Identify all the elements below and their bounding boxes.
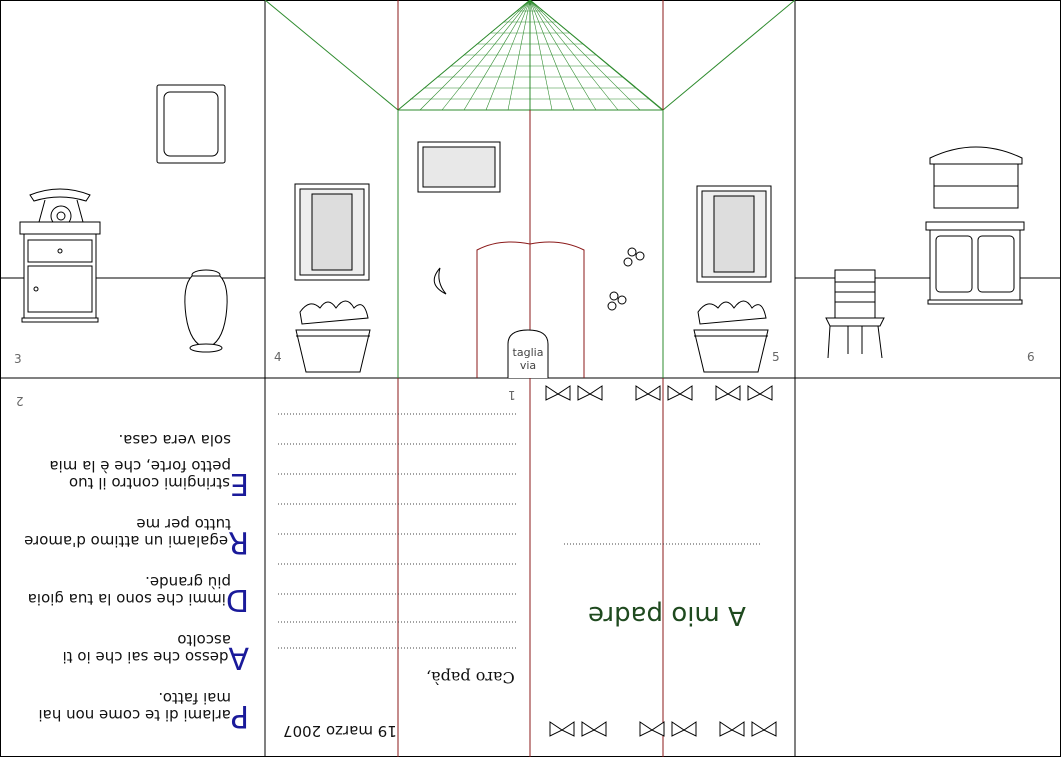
front-window [417, 141, 501, 193]
poem-line-10: petto forte, che è la mia [49, 457, 231, 475]
telephone-on-cabinet [19, 188, 101, 323]
front-door [476, 241, 585, 378]
acrostic-letter: A [228, 640, 249, 675]
acrostic-letter: R [228, 524, 249, 559]
moon-ornament [433, 267, 447, 295]
bow-ornaments [545, 385, 777, 737]
poem-line-11: sola vera casa. [118, 431, 231, 449]
door-cut-label: taglia via [508, 346, 548, 372]
letter-date: 19 marzo 2007 [283, 722, 397, 740]
acrostic-letter: P [230, 698, 249, 733]
cupboard-hutch [925, 146, 1025, 305]
bow-icon [545, 385, 571, 401]
bow-icon [751, 721, 777, 737]
bow-icon [667, 385, 693, 401]
cut-label-line1: taglia [512, 346, 544, 359]
planter-left [295, 300, 371, 373]
cut-label-line2: via [519, 359, 537, 372]
poem-line-4: ascolto [177, 631, 231, 649]
door-cut-label-box [507, 329, 549, 378]
window-right [696, 185, 772, 283]
vase [184, 269, 228, 353]
bow-icon [715, 385, 741, 401]
roof-tiles [397, 0, 663, 111]
page-number-6: 6 [1027, 350, 1035, 364]
wall-frame [156, 84, 226, 164]
acrostic-letter: E [230, 466, 249, 501]
flower-decoration [607, 247, 645, 311]
letter-greeting: Caro papà, [426, 668, 515, 687]
bow-icon [581, 721, 607, 737]
planter-right [693, 300, 769, 373]
window-left [294, 183, 370, 281]
bow-icon [639, 721, 665, 737]
page-number-4: 4 [274, 350, 282, 364]
bow-icon [671, 721, 697, 737]
bow-icon [635, 385, 661, 401]
cover-title: A mio padre [588, 600, 746, 630]
bow-icon [719, 721, 745, 737]
bow-icon [747, 385, 773, 401]
poem-line-8: tutto per me [136, 515, 231, 533]
page-number-3: 3 [14, 352, 22, 366]
page-number-5: 5 [772, 350, 780, 364]
writing-lines [278, 413, 762, 649]
chair [825, 269, 885, 359]
poem-panel: Parlami di te come non hai mai fatto. Ad… [0, 378, 265, 757]
bow-icon [549, 721, 575, 737]
bow-icon [577, 385, 603, 401]
poem-line-2: mai fatto. [158, 689, 231, 707]
poem-line-6: più grande. [145, 573, 231, 591]
page-number-1: 1 [508, 388, 516, 402]
